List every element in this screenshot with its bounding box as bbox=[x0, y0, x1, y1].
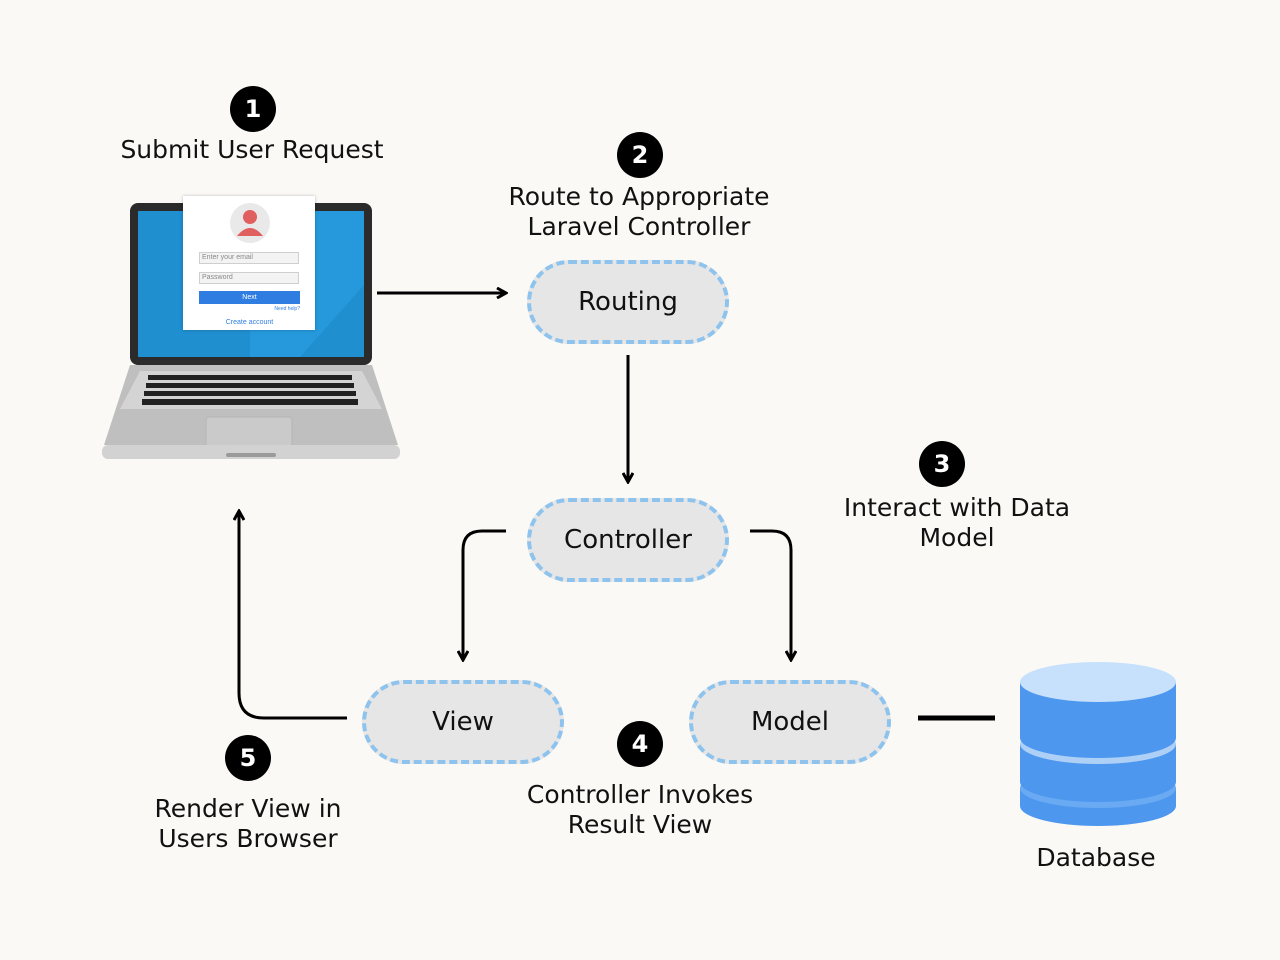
model-node: Model bbox=[689, 680, 891, 764]
step-2-label: Route to Appropriate Laravel Controller bbox=[479, 182, 799, 242]
step-3-label: Interact with Data Model bbox=[816, 493, 1098, 553]
step-1-badge: 1 bbox=[230, 86, 276, 132]
step-3-badge: 3 bbox=[919, 441, 965, 487]
help-link: Need help? bbox=[274, 306, 300, 312]
step-1-label: Submit User Request bbox=[120, 135, 384, 164]
step-4-label: Controller Invokes Result View bbox=[499, 780, 781, 840]
create-account-link: Create account bbox=[225, 319, 274, 326]
next-button: Next bbox=[199, 291, 300, 304]
routing-node: Routing bbox=[527, 260, 729, 344]
step-4-badge: 4 bbox=[617, 721, 663, 767]
step-3-label-line-2: Model bbox=[919, 523, 995, 552]
step-4-label-line-2: Result View bbox=[567, 810, 713, 839]
password-field: Password bbox=[199, 272, 299, 284]
step-2-label-line-2: Laravel Controller bbox=[527, 212, 751, 241]
database-icon bbox=[1020, 662, 1176, 826]
arrow-view-to-laptop bbox=[239, 511, 347, 720]
user-avatar-icon bbox=[230, 203, 270, 243]
step-5-label-line-1: Render View in bbox=[154, 794, 342, 823]
step-5-label-line-2: Users Browser bbox=[158, 824, 338, 853]
step-2-label-line-1: Route to Appropriate bbox=[508, 182, 770, 211]
step-5-label: Render View in Users Browser bbox=[118, 794, 378, 854]
step-5-badge: 5 bbox=[225, 735, 271, 781]
database-label: Database bbox=[1036, 843, 1156, 872]
controller-node: Controller bbox=[527, 498, 729, 582]
step-2-badge: 2 bbox=[617, 132, 663, 178]
arrow-controller-to-view bbox=[463, 529, 506, 660]
step-4-label-line-1: Controller Invokes bbox=[526, 780, 754, 809]
arrow-controller-to-model bbox=[750, 529, 791, 660]
view-node: View bbox=[362, 680, 564, 764]
email-field: Enter your email bbox=[199, 252, 299, 264]
step-3-label-line-1: Interact with Data bbox=[843, 493, 1071, 522]
